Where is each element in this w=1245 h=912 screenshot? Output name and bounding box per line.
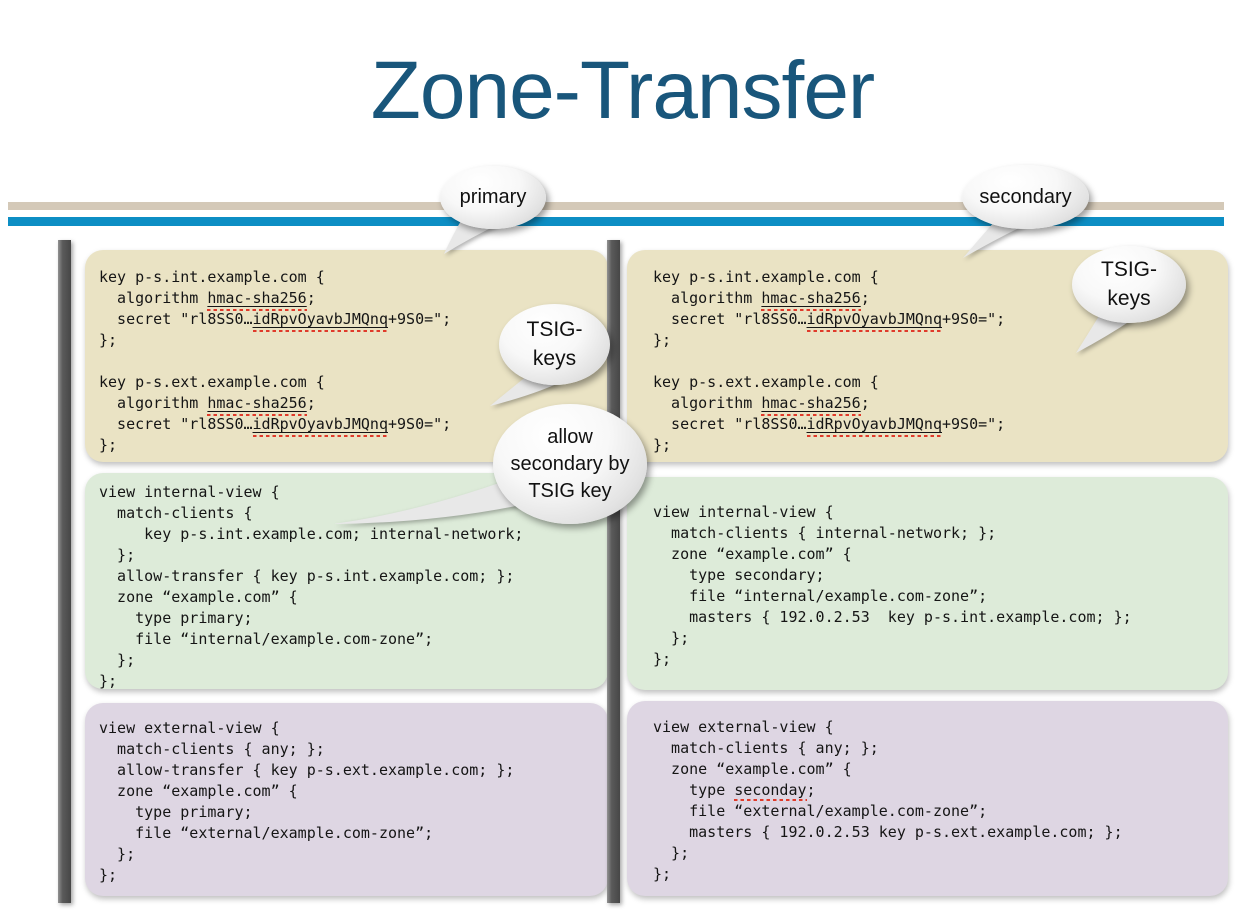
callout-tsig-keys-left: TSIG- keys	[499, 304, 610, 385]
code-line: key p-s.int.example.com {	[99, 268, 325, 286]
code-line: match-clients { internal-network; };	[653, 524, 997, 542]
code-panel-primary-external-view: view external-view { match-clients { any…	[85, 703, 608, 896]
callout-allow-line1: allow	[547, 425, 593, 448]
code-line: };	[653, 844, 690, 862]
callout-allow-secondary: allow secondary by TSIG key	[493, 404, 647, 524]
code-line: algorithm hmac-sha256;	[99, 393, 608, 416]
code-panel-secondary-external-view: view external-view { match-clients { any…	[627, 701, 1228, 896]
code-line: match-clients { any; };	[99, 740, 325, 758]
code-line: zone “example.com” {	[99, 782, 298, 800]
code-line: zone “example.com” {	[653, 545, 852, 563]
code-line: secret "rl8SS0…idRpvOyavbJMQnq+9S0=";	[653, 309, 1228, 332]
code-line: secret "rl8SS0…idRpvOyavbJMQnq+9S0=";	[99, 309, 608, 332]
code-line: key p-s.ext.example.com {	[99, 373, 325, 391]
callout-tsig-left-line2: keys	[532, 346, 577, 370]
code-line: key p-s.ext.example.com {	[653, 373, 879, 391]
code-line: view external-view {	[653, 718, 834, 736]
code-line: };	[653, 650, 672, 668]
code-line: key p-s.int.example.com; internal-networ…	[99, 525, 524, 543]
code-line: masters { 192.0.2.53 key p-s.int.example…	[653, 608, 1132, 626]
code-line	[653, 351, 1228, 372]
code-line: type primary;	[99, 803, 253, 821]
code-line: algorithm hmac-sha256;	[653, 288, 1228, 311]
callout-tsig-left-line1: TSIG-	[526, 318, 583, 342]
code-line: };	[99, 672, 118, 690]
code-line: match-clients { any; };	[653, 739, 879, 757]
code-line: algorithm hmac-sha256;	[99, 288, 608, 311]
code-line: view internal-view {	[653, 503, 834, 521]
divider-rule-blue	[8, 217, 1224, 226]
callout-tsig-right-line1: TSIG-	[1101, 258, 1157, 282]
code-line: masters { 192.0.2.53 key p-s.ext.example…	[653, 823, 1123, 841]
page-title: Zone-Transfer	[370, 45, 875, 136]
code-line: file “external/example.com-zone”;	[653, 802, 988, 820]
code-line: };	[99, 546, 136, 564]
code-line: file “internal/example.com-zone”;	[653, 587, 988, 605]
code-line: type seconday;	[653, 781, 816, 801]
code-line: type primary;	[99, 609, 253, 627]
code-line: view internal-view {	[99, 483, 280, 501]
code-line: zone “example.com” {	[99, 588, 298, 606]
code-line: zone “example.com” {	[653, 760, 852, 778]
code-line: view external-view {	[99, 719, 280, 737]
code-line: key p-s.int.example.com {	[653, 268, 879, 286]
code-line: };	[99, 866, 118, 884]
callout-primary-label: primary	[459, 186, 527, 208]
code-line: };	[653, 436, 672, 454]
callout-secondary-label: secondary	[979, 185, 1072, 208]
code-line: allow-transfer { key p-s.ext.example.com…	[99, 761, 515, 779]
code-line: secret "rl8SS0…idRpvOyavbJMQnq+9S0=";	[99, 414, 608, 437]
server-bar-middle	[607, 240, 620, 903]
code-line: file “external/example.com-zone”;	[99, 824, 434, 842]
callout-primary: primary	[440, 166, 546, 229]
callout-tsig-right-line2: keys	[1107, 286, 1151, 310]
code-line: allow-transfer { key p-s.int.example.com…	[99, 567, 515, 585]
code-line: };	[99, 845, 136, 863]
code-line: };	[653, 865, 672, 883]
callout-allow-line3: TSIG key	[528, 479, 612, 502]
code-panel-secondary-internal-view: view internal-view { match-clients { int…	[627, 477, 1228, 690]
divider-rule-tan	[8, 202, 1224, 210]
code-line: file “internal/example.com-zone”;	[99, 630, 434, 648]
callout-secondary: secondary	[962, 165, 1089, 229]
code-line: type secondary;	[653, 566, 825, 584]
code-line: };	[653, 629, 690, 647]
code-line: algorithm hmac-sha256;	[653, 393, 1228, 416]
code-line: };	[99, 436, 118, 454]
code-line: match-clients {	[99, 504, 253, 522]
code-line: secret "rl8SS0…idRpvOyavbJMQnq+9S0=";	[653, 414, 1228, 437]
callout-allow-line2: secondary by	[510, 452, 630, 475]
callout-tsig-keys-right: TSIG- keys	[1072, 246, 1186, 323]
server-bar-left	[58, 240, 71, 903]
code-line: };	[99, 331, 118, 349]
code-line: };	[653, 331, 672, 349]
code-line: };	[99, 651, 136, 669]
